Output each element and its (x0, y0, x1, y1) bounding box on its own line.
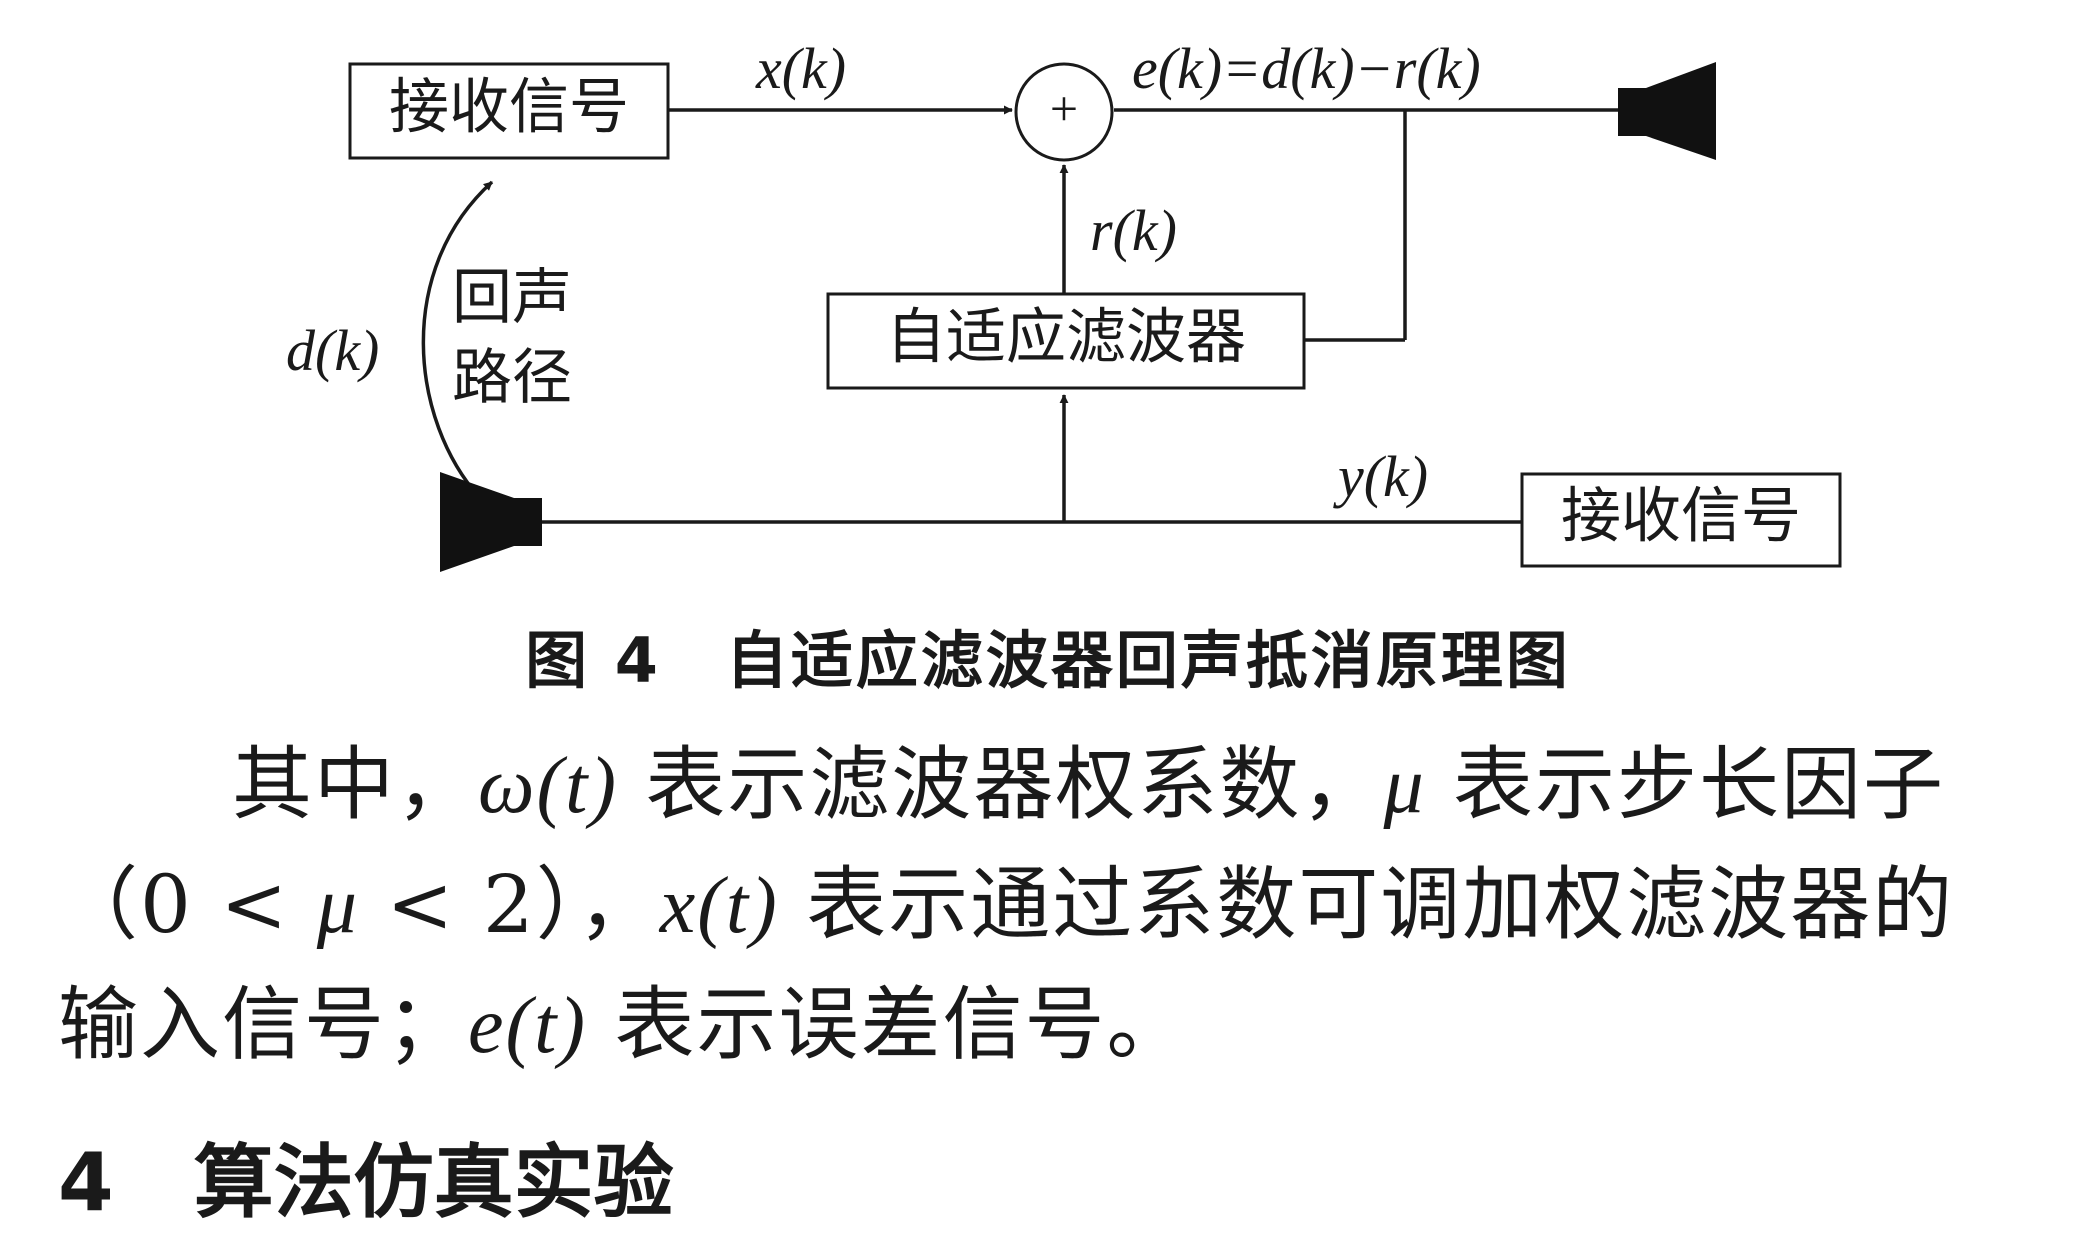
text-segment: 其中， (232, 738, 478, 831)
text-segment: < 2）， (358, 858, 660, 951)
math-mu: μ (316, 862, 359, 950)
paragraph-line-2: （0 < μ < 2），x(t) 表示通过系数可调加权滤波器的 (58, 840, 1954, 956)
receive-signal-bottom-box (1520, 472, 1842, 568)
math-x-t: x(t) (659, 862, 779, 950)
echo-path-label-1: 回声 (452, 263, 572, 333)
receive-signal-bottom-label: 接收信号 (1561, 482, 1801, 552)
sum-symbol: + (1050, 80, 1078, 136)
section-heading-partial: 4 算法仿真实验 (58, 1136, 674, 1229)
label-d-k: d(k) (286, 318, 379, 383)
math-omega-t: ω(t) (478, 742, 618, 830)
text-segment: 表示滤波器权系数， (618, 738, 1384, 831)
text-segment: （0 < (58, 858, 317, 951)
figure-caption: 图 4 自适应滤波器回声抵消原理图 (525, 624, 1571, 697)
adaptive-filter-box (826, 292, 1306, 390)
echo-cancellation-diagram: 接收信号 自适应滤波器 接收信号 + x(k) e(k)=d(k)−r(k) r… (286, 36, 1842, 572)
text-segment: 表示步长因子 (1425, 738, 1946, 831)
speaker-icon-left (440, 472, 542, 572)
label-r-k: r(k) (1090, 198, 1177, 263)
receive-signal-top-box (348, 62, 670, 160)
text-segment: 输入信号； (58, 978, 468, 1071)
math-e-t: e(t) (468, 982, 588, 1070)
label-y-k: y(k) (1333, 444, 1428, 509)
summing-junction (1014, 62, 1114, 162)
adaptive-filter-label: 自适应滤波器 (886, 303, 1246, 373)
paragraph-line-1: 其中，ω(t) 表示滤波器权系数，μ 表示步长因子 (232, 720, 1945, 836)
math-mu: μ (1383, 742, 1426, 830)
receive-signal-top-label: 接收信号 (389, 73, 629, 143)
speaker-icon-right (1618, 62, 1716, 160)
label-e-k: e(k)=d(k)−r(k) (1132, 36, 1481, 101)
text-segment: 表示通过系数可调加权滤波器的 (778, 858, 1955, 951)
echo-path-arrow (421, 180, 494, 500)
echo-path-label-2: 路径 (452, 343, 572, 413)
label-x-k: x(k) (755, 36, 846, 101)
paragraph-line-3: 输入信号；e(t) 表示误差信号。 (58, 960, 1188, 1076)
text-segment: 表示误差信号。 (587, 978, 1189, 1071)
